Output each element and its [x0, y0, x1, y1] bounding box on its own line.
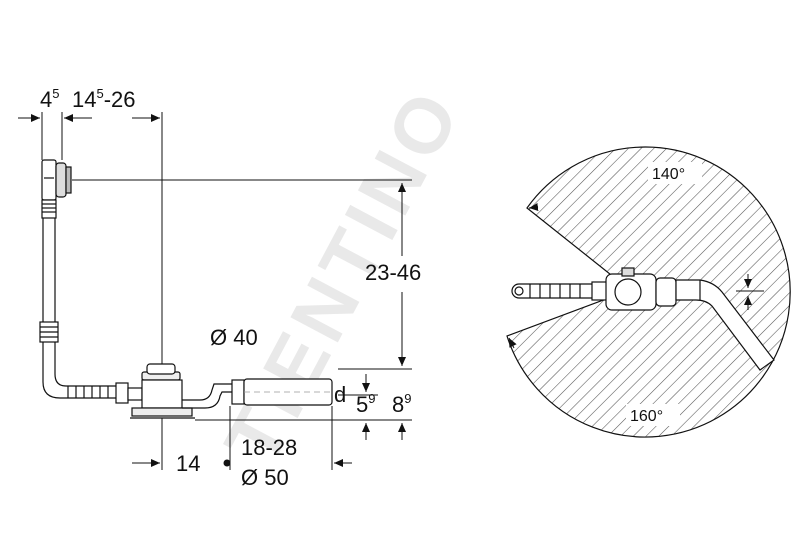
- dim-outlet-offset: 14: [176, 451, 200, 476]
- dim-horizontal-range: 145-26: [72, 86, 136, 112]
- bath-drain-side-view: [18, 112, 412, 470]
- bath-drain-top-view: 140° 160°: [506, 146, 791, 438]
- dimension-lines: [18, 112, 412, 470]
- dim-total-height: 89: [392, 391, 411, 417]
- outlet-pipe: [231, 378, 333, 406]
- left-dimension-labels: 45 145-26 23-46 Ø 40 d 59 89 14 18-28 Ø …: [40, 86, 421, 490]
- dim-overflow-offset: 45: [40, 86, 59, 112]
- watermark: TIENTINO: [207, 73, 478, 478]
- dim-trap-pipe-diameter: Ø 40: [210, 325, 258, 350]
- svg-text:TIENTINO: TIENTINO: [207, 73, 478, 478]
- outlet-center-dot: [223, 459, 231, 467]
- angle-label-top: 140°: [652, 166, 685, 183]
- dim-vertical-range: 23-46: [365, 260, 421, 285]
- dim-outlet-length: 18-28: [241, 435, 297, 460]
- top-overflow-pipe: [511, 281, 609, 301]
- top-valve-body: [605, 267, 775, 371]
- top-dim-arrows: [508, 203, 764, 349]
- drain-trap: [115, 363, 236, 419]
- dim-label-d: d: [334, 382, 346, 407]
- dim-seal-height: 59: [356, 391, 375, 417]
- dim-outlet-pipe-diameter: Ø 50: [241, 465, 289, 490]
- overflow-pipe: [39, 199, 118, 399]
- angle-label-bottom: 160°: [630, 408, 663, 425]
- overflow-head: [41, 159, 72, 201]
